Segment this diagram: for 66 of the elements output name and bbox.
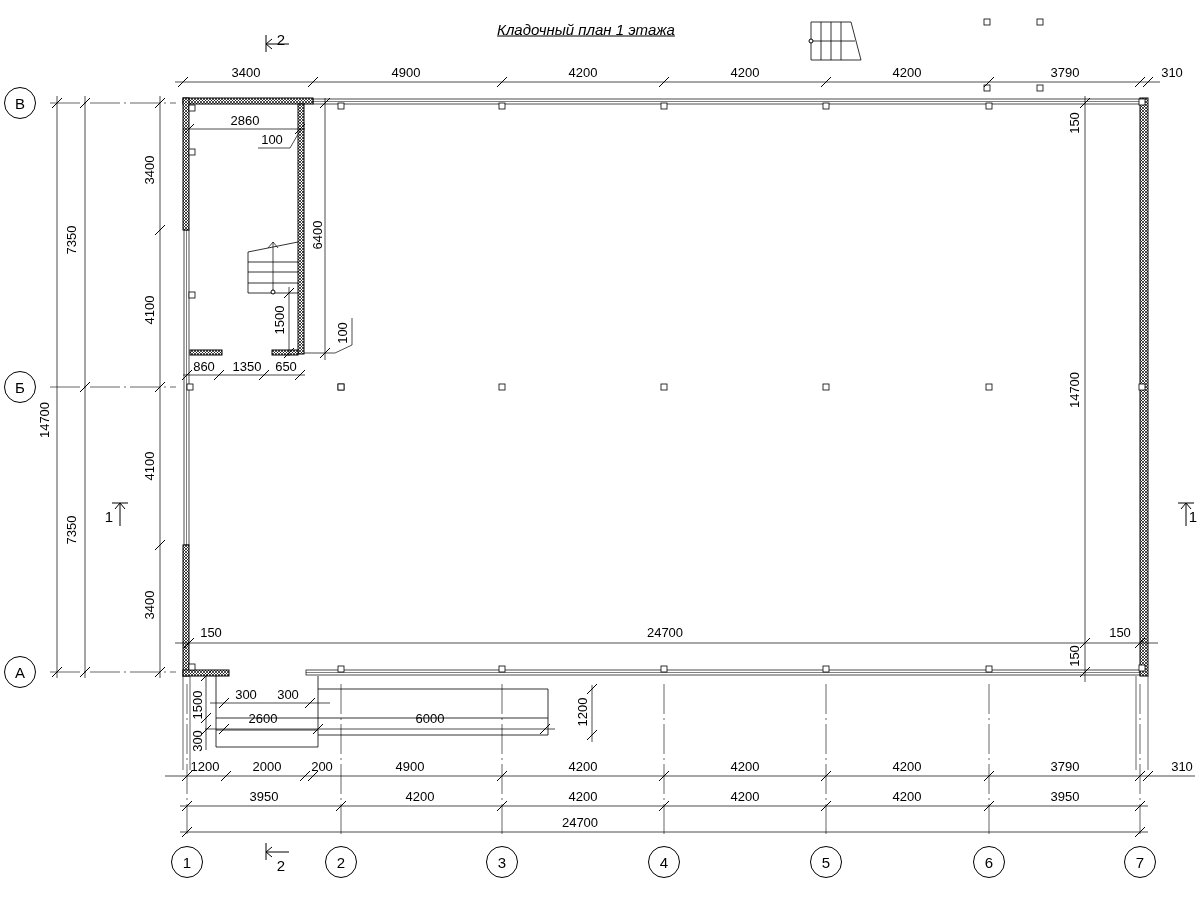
dimension-label: 1350 bbox=[232, 360, 262, 374]
dimension-label: 3400 bbox=[231, 66, 261, 80]
dimension-label: 2860 bbox=[230, 114, 260, 128]
dimension-label: 100 bbox=[336, 322, 350, 344]
axis-bubble: 2 bbox=[325, 846, 357, 878]
axis-bubble: Б bbox=[4, 371, 36, 403]
dimension-label: 14700 bbox=[1068, 371, 1082, 409]
axis-bubble: 5 bbox=[810, 846, 842, 878]
dimension-label: 4200 bbox=[568, 790, 598, 804]
axis-bubble: 3 bbox=[486, 846, 518, 878]
dimension-label: 3950 bbox=[249, 790, 279, 804]
axis-bubble: 1 bbox=[171, 846, 203, 878]
dimension-label: 6000 bbox=[415, 712, 445, 726]
axis-bubble: В bbox=[4, 87, 36, 119]
dimension-label: 1500 bbox=[191, 690, 205, 720]
dimension-label: 650 bbox=[275, 360, 297, 374]
dimension-label: 4200 bbox=[730, 790, 760, 804]
dimension-label: 150 bbox=[1068, 112, 1082, 134]
dimension-label: 100 bbox=[261, 133, 283, 147]
dimension-label: 4100 bbox=[143, 451, 157, 481]
dimension-label: 1200 bbox=[576, 697, 590, 727]
dimension-label: 3790 bbox=[1050, 66, 1080, 80]
section-mark-label: 2 bbox=[276, 33, 286, 47]
axis-bubble: 7 bbox=[1124, 846, 1156, 878]
dimension-label: 3950 bbox=[1050, 790, 1080, 804]
dimension-label: 3400 bbox=[143, 155, 157, 185]
dimension-label: 150 bbox=[200, 626, 222, 640]
dimension-label: 310 bbox=[1161, 66, 1183, 80]
dimension-label: 3400 bbox=[143, 590, 157, 620]
dimension-label: 4200 bbox=[405, 790, 435, 804]
dimension-label: 4900 bbox=[395, 760, 425, 774]
dimension-label: 4200 bbox=[568, 66, 598, 80]
dimension-label: 4200 bbox=[892, 760, 922, 774]
section-mark-label: 1 bbox=[1188, 510, 1198, 524]
dimension-label: 4200 bbox=[892, 66, 922, 80]
dimension-label: 1200 bbox=[190, 760, 220, 774]
dimension-label: 4200 bbox=[730, 760, 760, 774]
dimension-label: 310 bbox=[1171, 760, 1193, 774]
dimension-label: 1500 bbox=[273, 305, 287, 335]
dimension-label: 200 bbox=[311, 760, 333, 774]
plan-title: Кладочный план 1 этажа bbox=[497, 20, 675, 38]
axis-bubble: 6 bbox=[973, 846, 1005, 878]
dimension-label: 4200 bbox=[892, 790, 922, 804]
axis-bubble: А bbox=[4, 656, 36, 688]
dimension-label: 4100 bbox=[143, 295, 157, 325]
section-mark-label: 1 bbox=[104, 510, 114, 524]
dimension-label: 300 bbox=[277, 688, 299, 702]
dimension-label: 300 bbox=[191, 730, 205, 752]
dimension-label: 7350 bbox=[65, 515, 79, 545]
dimension-label: 300 bbox=[235, 688, 257, 702]
dimension-label: 2000 bbox=[252, 760, 282, 774]
dimension-label: 6400 bbox=[311, 220, 325, 250]
dimension-label: 4900 bbox=[391, 66, 421, 80]
dimension-label: 4200 bbox=[730, 66, 760, 80]
dimension-label: 2600 bbox=[248, 712, 278, 726]
dimension-label: 14700 bbox=[38, 401, 52, 439]
dimension-label: 150 bbox=[1109, 626, 1131, 640]
dimension-label: 24700 bbox=[561, 816, 599, 830]
section-mark-label: 2 bbox=[276, 859, 286, 873]
dimension-label: 860 bbox=[193, 360, 215, 374]
dimension-label: 7350 bbox=[65, 225, 79, 255]
dimension-label: 24700 bbox=[646, 626, 684, 640]
dimension-label: 4200 bbox=[568, 760, 598, 774]
axis-bubble: 4 bbox=[648, 846, 680, 878]
dimension-label: 150 bbox=[1068, 645, 1082, 667]
dimension-label: 3790 bbox=[1050, 760, 1080, 774]
